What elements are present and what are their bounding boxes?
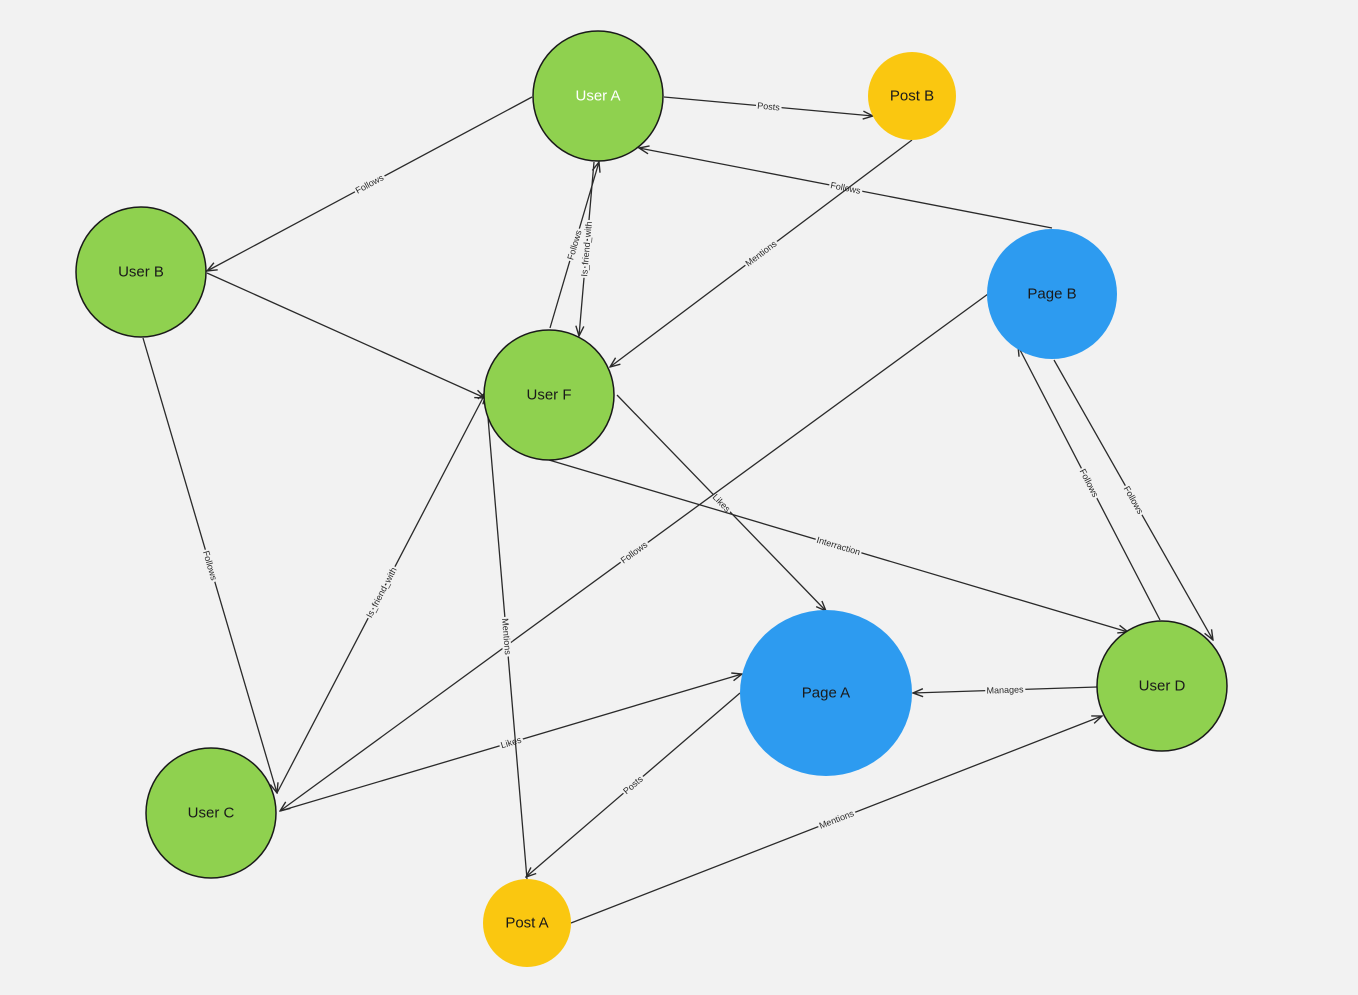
page-node-circle[interactable] <box>987 229 1117 359</box>
edge-userC-to-userF[interactable]: Is_friend_with <box>276 392 486 794</box>
edge-userB-to-userF[interactable] <box>206 272 485 398</box>
edge-label: Mentions <box>500 618 513 656</box>
edge-line[interactable] <box>142 337 277 793</box>
edge-postA-to-userF[interactable]: Mentions <box>486 394 528 880</box>
edge-userD-to-pageB[interactable]: Follows <box>1018 346 1161 621</box>
edge-line[interactable] <box>663 96 873 116</box>
edge-userA-to-userB[interactable]: Follows <box>207 96 533 271</box>
user-node-circle[interactable] <box>75 206 207 338</box>
edge-label: Is_friend_with <box>364 566 399 620</box>
node-label: Page B <box>1027 286 1076 303</box>
node-pageB[interactable]: Page B <box>987 229 1117 359</box>
edge-line[interactable] <box>207 96 533 271</box>
edge-label: Follows <box>830 180 862 196</box>
edge-line[interactable] <box>276 392 486 794</box>
user-node-circle[interactable] <box>483 329 615 461</box>
edge-line[interactable] <box>616 394 826 611</box>
edge-userF-to-pageA[interactable]: Likes <box>616 394 826 611</box>
edge-line[interactable] <box>1053 359 1213 640</box>
edge-line[interactable] <box>279 674 742 812</box>
edge-label: Mentions <box>743 238 779 268</box>
edge-line[interactable] <box>206 272 485 398</box>
edge-label: Manages <box>986 684 1024 695</box>
user-node-circle[interactable] <box>1096 620 1228 752</box>
edge-userA-to-userF[interactable]: Is_friend_with <box>579 161 596 336</box>
user-node-circle[interactable] <box>532 30 664 162</box>
edge-line[interactable] <box>913 686 1098 693</box>
edge-line[interactable] <box>639 148 1053 229</box>
edge-label: Mentions <box>818 808 856 831</box>
edge-line[interactable] <box>610 139 913 367</box>
edge-line[interactable] <box>548 459 1128 632</box>
edge-pageB-to-userD[interactable]: Follows <box>1053 359 1213 640</box>
edge-label: Follows <box>201 549 219 582</box>
edge-userA-to-postB[interactable]: Posts <box>663 96 873 116</box>
node-postA[interactable]: Post A <box>483 879 571 967</box>
edge-line[interactable] <box>570 716 1102 924</box>
post-node-circle[interactable] <box>868 52 956 140</box>
edge-userD-to-pageA[interactable]: Manages <box>913 682 1098 698</box>
edge-label: Posts <box>757 101 781 113</box>
node-pageA[interactable]: Page A <box>740 610 912 776</box>
edge-line[interactable] <box>1018 346 1161 621</box>
node-userC[interactable]: User C <box>145 747 277 879</box>
node-label: User D <box>1139 678 1186 695</box>
edge-userB-to-userC[interactable]: Follows <box>142 337 277 793</box>
edge-label: Follows <box>1122 484 1146 516</box>
node-postB[interactable]: Post B <box>868 52 956 140</box>
edge-line[interactable] <box>280 293 989 811</box>
node-userB[interactable]: User B <box>75 206 207 338</box>
node-label: Post B <box>890 88 934 105</box>
user-node-circle[interactable] <box>145 747 277 879</box>
edge-label: Interraction <box>815 535 861 557</box>
edge-pageB-to-userA[interactable]: Follows <box>639 148 1053 229</box>
node-userF[interactable]: User F <box>483 329 615 461</box>
node-userA[interactable]: User A <box>532 30 664 162</box>
edge-label: Likes <box>500 735 523 751</box>
edge-label: Is_friend_with <box>579 221 594 277</box>
node-label: Post A <box>505 915 548 932</box>
node-userD[interactable]: User D <box>1096 620 1228 752</box>
edge-label: Follows <box>619 539 650 565</box>
edge-line[interactable] <box>579 161 595 336</box>
edge-label: Follows <box>1078 467 1101 499</box>
edge-line[interactable] <box>549 162 599 329</box>
nodes-layer: User A Post B User B User F Page B Page A User… <box>75 30 1228 967</box>
page-node-circle[interactable] <box>740 610 912 776</box>
edge-line[interactable] <box>486 394 528 880</box>
node-label: User C <box>188 805 235 822</box>
node-label: User B <box>118 264 164 281</box>
node-label: User F <box>527 387 572 404</box>
edge-line[interactable] <box>526 692 741 877</box>
post-node-circle[interactable] <box>483 879 571 967</box>
node-label: Page A <box>802 685 850 702</box>
node-label: User A <box>575 88 620 105</box>
edge-postB-to-userF[interactable]: Mentions <box>610 139 913 367</box>
edge-pageA-to-postA[interactable]: Posts <box>526 692 741 877</box>
edge-label: Follows <box>354 172 386 195</box>
